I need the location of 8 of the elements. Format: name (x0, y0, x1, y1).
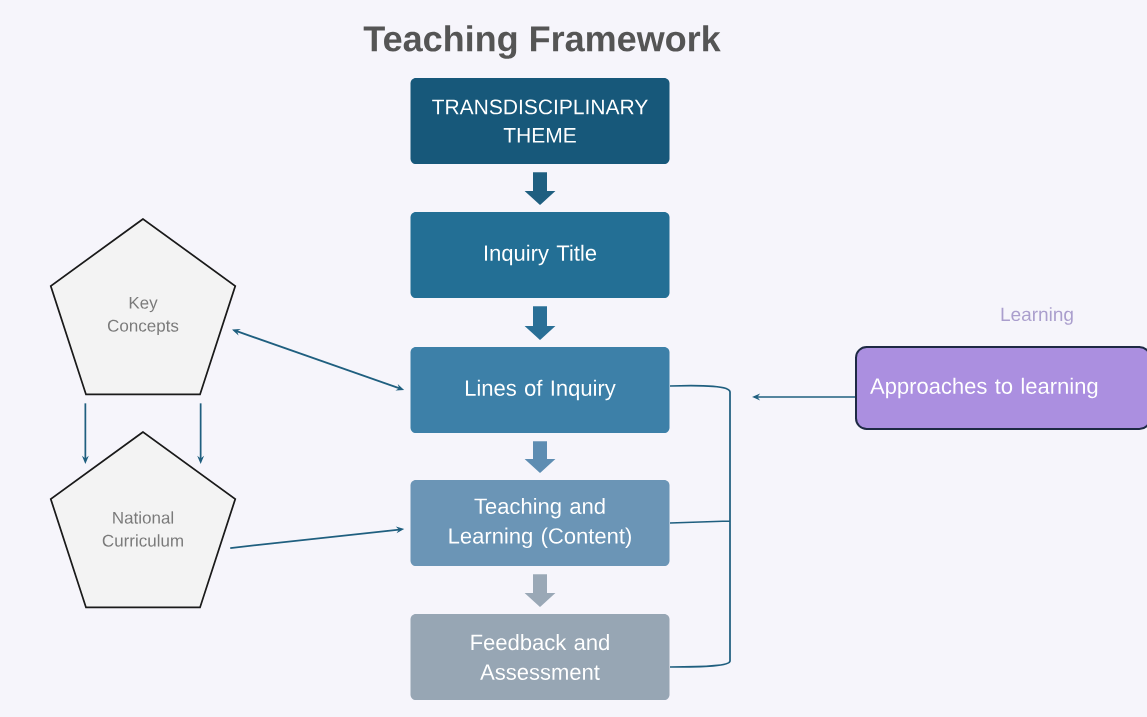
process-box: Lines of Inquiry (410, 347, 670, 433)
rounded-box: Approaches to learning (855, 346, 1147, 430)
faint-text: Learning (1001, 307, 1073, 325)
title: Teaching Framework (363, 25, 721, 59)
process-box: Feedback and Assessment (410, 614, 670, 700)
process-box: Inquiry Title (410, 212, 670, 298)
process-box: Teaching and Learning (Content) (410, 480, 670, 566)
process-box: TRANSDISCIPLINARY THEME (410, 78, 670, 164)
